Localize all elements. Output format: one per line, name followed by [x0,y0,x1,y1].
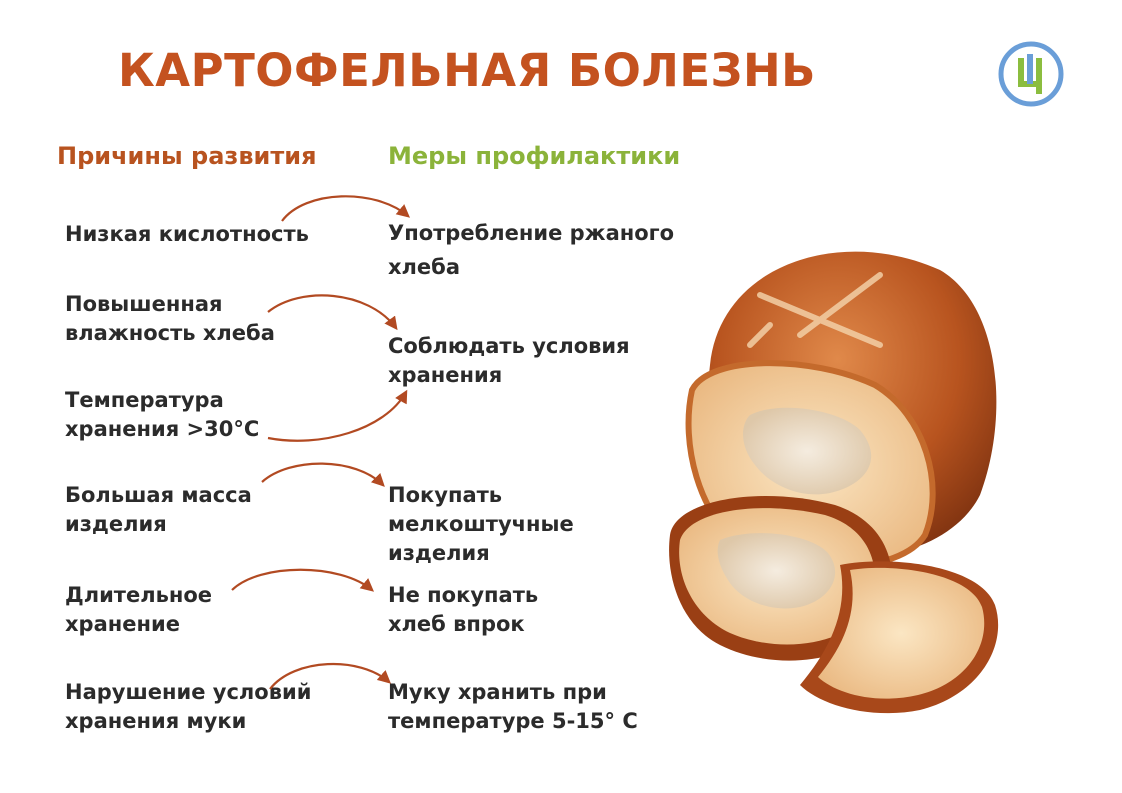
ts-monogram-logo-icon [998,41,1064,107]
arrow-5 [231,568,375,592]
arrow-4 [261,462,385,487]
arrow-2 [267,294,398,331]
bread-illustration [669,251,999,714]
page-title: КАРТОФЕЛЬНАЯ БОЛЕЗНЬ [118,44,816,97]
cause-item-1: Низкая кислотность [65,222,309,246]
causes-heading: Причины развития [57,142,317,170]
arrow-3 [267,389,408,442]
measures-heading: Меры профилактики [388,142,681,170]
